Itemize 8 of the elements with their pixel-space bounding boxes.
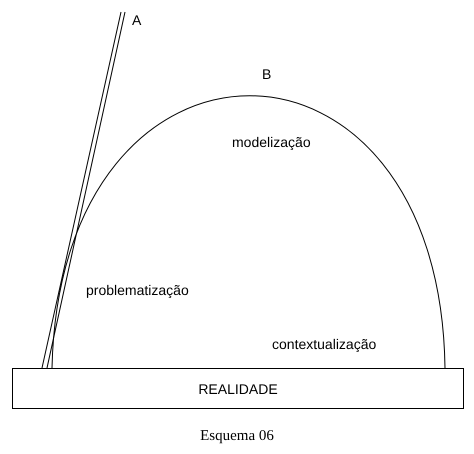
base-box	[12, 368, 464, 409]
stage-label: contextualização	[272, 336, 376, 352]
box-label: REALIDADE	[198, 380, 278, 396]
stage-label: modelização	[232, 134, 311, 150]
line-label: A	[132, 12, 142, 28]
curve-label: B	[262, 66, 272, 82]
caption: Esquema 06	[200, 428, 274, 444]
stage-label: problematização	[86, 282, 189, 298]
